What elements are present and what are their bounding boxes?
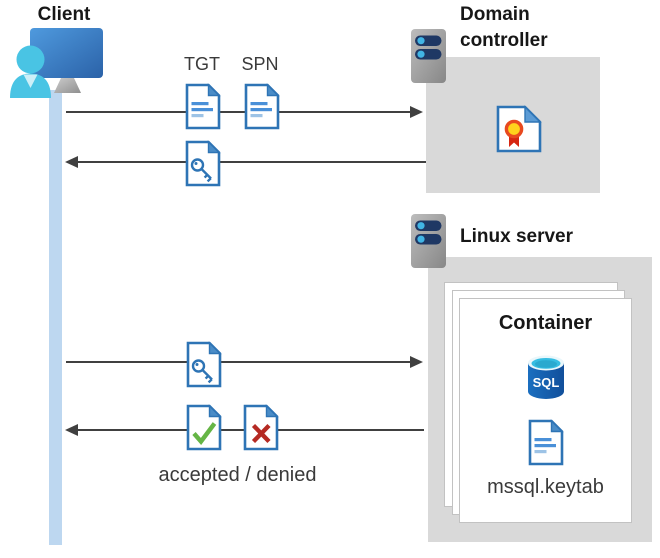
client-label: Client [37, 4, 91, 25]
tgt-label: TGT [184, 54, 220, 74]
arrow-client-to-domain-controller [66, 106, 423, 118]
container-label: Container [498, 312, 593, 334]
spn-document-icon [244, 83, 280, 130]
keytab-file-icon [528, 419, 564, 466]
key-icon [191, 359, 213, 384]
checkmark-icon [192, 422, 217, 445]
client-lifeline [49, 90, 62, 545]
linux-server-icon [411, 214, 446, 268]
spn-label: SPN [241, 54, 279, 74]
sql-database-icon: SQL [528, 355, 564, 399]
linux-server-label: Linux server [460, 226, 573, 247]
tgt-document-icon [185, 83, 221, 130]
arrow-client-to-linux-server [66, 356, 423, 368]
monitor-icon [30, 28, 103, 93]
accepted-document-icon [186, 404, 222, 451]
arrow-domain-controller-to-client [65, 156, 426, 168]
domain-controller-server-icon [411, 29, 446, 83]
person-icon [10, 45, 51, 98]
certificate-icon [496, 105, 542, 153]
accepted-denied-label: accepted / denied [158, 464, 317, 486]
x-icon [251, 423, 271, 444]
client-computer-icon [10, 28, 103, 98]
key-ticket-icon-request [186, 341, 222, 388]
sql-badge-text: SQL [533, 375, 560, 390]
keytab-label: mssql.keytab [487, 476, 604, 498]
container-card [459, 298, 632, 523]
denied-document-icon [243, 404, 279, 451]
key-ticket-icon-response [185, 140, 221, 187]
domain-controller-label: Domain controller [460, 4, 548, 51]
key-icon [190, 158, 212, 183]
